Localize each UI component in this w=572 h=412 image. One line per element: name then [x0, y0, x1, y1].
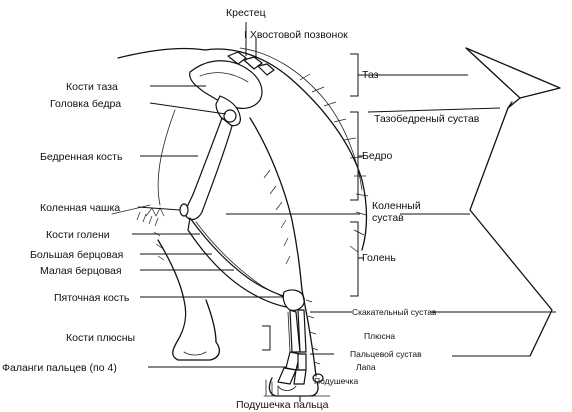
patella-bone	[180, 204, 188, 216]
tibia-fibula-bones	[188, 218, 296, 308]
label-krestets: Крестец	[226, 7, 266, 19]
metatarsal-bones	[288, 310, 306, 352]
label-kolennaya-chashka: Коленная чашка	[40, 202, 120, 214]
label-plusna: Плюсна	[364, 331, 395, 341]
label-bedro: Бедро	[362, 150, 392, 162]
label-falangi-paltsev: Фаланги пальцев (по 4)	[2, 362, 117, 374]
label-taz: Таз	[362, 69, 379, 81]
label-malaya-bertsovaya: Малая берцовая	[40, 265, 122, 277]
label-bedrennaya-kost: Бедренная кость	[40, 151, 123, 163]
label-kosti-taza: Кости таза	[66, 81, 118, 93]
label-podushechka: Подушечка	[314, 376, 358, 386]
femur-bone	[186, 110, 236, 219]
label-golen: Голень	[362, 252, 396, 264]
label-bolshaya-bertsovaya: Большая берцовая	[30, 249, 123, 261]
calcaneus-bone	[283, 290, 304, 310]
label-paltsevoy-sustav: Пальцевой сустав	[350, 349, 422, 359]
label-golovka-bedra: Головка бедра	[50, 98, 121, 110]
label-tazobedreny-sustav: Тазобедреный сустав	[374, 113, 480, 125]
region-brackets	[262, 54, 364, 350]
label-kosti-goleni: Кости голени	[46, 229, 110, 241]
label-lapa: Лапа	[356, 362, 376, 372]
label-kolenny: Коленный	[372, 200, 421, 212]
label-pyatochnaya-kost: Пяточная кость	[54, 292, 130, 304]
phalanges-bones	[278, 352, 306, 384]
label-podushechka-paltsa: Подушечка пальца	[236, 399, 329, 411]
label-kosti-plusny: Кости плюсны	[66, 332, 135, 344]
label-khvostovoy-pozvonok: I Хвостовой позвонок	[244, 29, 348, 41]
foreleg-outline	[146, 208, 219, 360]
angle-schematic	[466, 48, 560, 356]
label-sustav: сустав	[372, 212, 404, 224]
label-skakatelny-sustav: Скакательный сустав	[352, 307, 437, 317]
